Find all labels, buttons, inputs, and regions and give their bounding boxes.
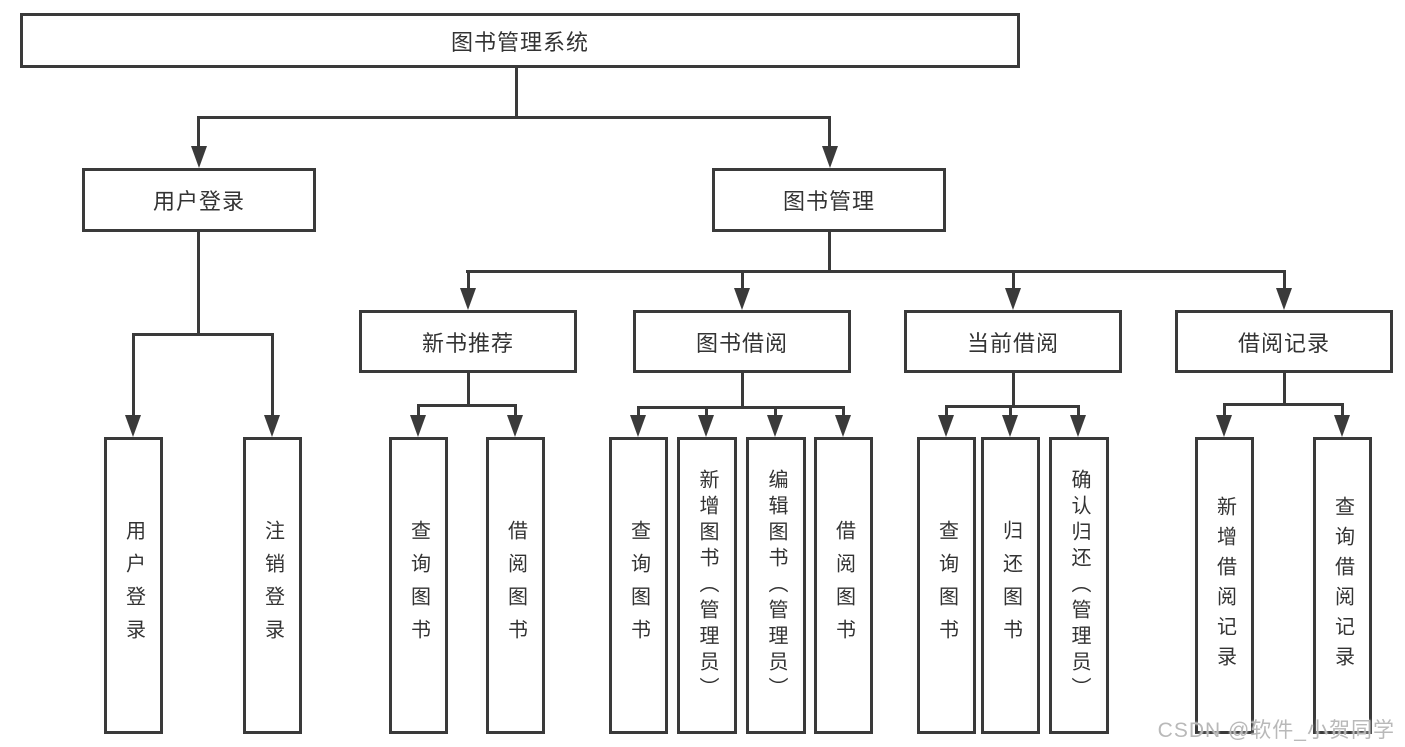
arrow-leaf-logout	[264, 415, 280, 437]
arrow-bb-query	[630, 415, 646, 437]
csdn-watermark: CSDN @软件_小贺同学	[1157, 719, 1395, 742]
connector-book-borrowing-stem	[741, 373, 744, 408]
leaf-edit-books-admin-label: 编辑图书（管理员）	[765, 468, 787, 703]
connector-drop-new-book	[467, 272, 470, 293]
leaf-borrow-books-recommend-label: 借阅图书	[504, 519, 527, 652]
arrow-br-query	[1334, 415, 1350, 437]
connector-book-management-stem	[828, 232, 831, 272]
connector-drop-bb-add	[705, 407, 708, 420]
connector-drop-user-login	[197, 117, 200, 150]
connector-drop-book-borrowing	[741, 272, 744, 293]
connector-drop-nb-query	[417, 405, 420, 420]
node-new-book-recommend-label: 新书推荐	[421, 330, 514, 356]
connector-user-login-branch	[132, 333, 274, 336]
node-root: 图书管理系统	[20, 13, 1020, 68]
leaf-edit-books-admin: 编辑图书（管理员）	[746, 437, 806, 734]
arrow-current-borrowing	[1005, 288, 1021, 310]
arrow-bb-borrow	[835, 415, 851, 437]
arrow-bb-edit	[767, 415, 783, 437]
leaf-query-borrow-record: 查询借阅记录	[1313, 437, 1372, 734]
arrow-new-book	[460, 288, 476, 310]
node-current-borrowing: 当前借阅	[904, 310, 1122, 373]
leaf-borrow-books: 借阅图书	[814, 437, 873, 734]
connector-current-borrowing-stem	[1012, 373, 1015, 407]
node-root-label: 图书管理系统	[450, 29, 589, 55]
connector-drop-leaf-login	[132, 334, 135, 420]
leaf-query-books-borrowing-label: 查询图书	[627, 519, 650, 652]
connector-drop-bb-edit	[774, 407, 777, 420]
connector-drop-current-borrowing	[1012, 272, 1015, 293]
arrow-nb-query	[410, 415, 426, 437]
connector-drop-br-add	[1223, 404, 1226, 420]
node-borrowing-records-label: 借阅记录	[1237, 330, 1330, 356]
connector-drop-br-query	[1341, 404, 1344, 420]
node-current-borrowing-label: 当前借阅	[966, 330, 1059, 356]
arrow-book-borrowing	[734, 288, 750, 310]
arrow-nb-borrow	[507, 415, 523, 437]
node-book-borrowing: 图书借阅	[633, 310, 851, 373]
connector-root-branch	[197, 116, 831, 119]
arrow-leaf-login	[125, 415, 141, 437]
leaf-add-books-admin-label: 新增图书（管理员）	[696, 468, 718, 703]
connector-current-borrowing-branch	[945, 405, 1080, 408]
connector-borrowing-records-branch	[1223, 403, 1344, 406]
leaf-logout-label: 注销登录	[261, 519, 284, 652]
connector-book-management-branch	[466, 270, 1286, 273]
arrow-borrowing-records	[1276, 288, 1292, 310]
leaf-borrow-books-label: 借阅图书	[832, 519, 855, 652]
leaf-return-books: 归还图书	[981, 437, 1040, 734]
connector-drop-cb-query	[945, 406, 948, 420]
node-book-borrowing-label: 图书借阅	[695, 330, 788, 356]
leaf-user-login-label: 用户登录	[122, 519, 145, 652]
connector-drop-bb-query	[637, 407, 640, 420]
connector-drop-borrowing-records	[1283, 272, 1286, 293]
leaf-add-borrow-record: 新增借阅记录	[1195, 437, 1254, 734]
leaf-query-books-borrowing: 查询图书	[609, 437, 668, 734]
connector-drop-book-management	[828, 117, 831, 150]
leaf-confirm-return-admin-label: 确认归还（管理员）	[1068, 468, 1090, 703]
node-borrowing-records: 借阅记录	[1175, 310, 1393, 373]
node-user-login: 用户登录	[82, 168, 316, 232]
arrow-cb-confirm	[1070, 415, 1086, 437]
connector-borrowing-records-stem	[1283, 373, 1286, 405]
arrow-br-add	[1216, 415, 1232, 437]
leaf-add-books-admin: 新增图书（管理员）	[677, 437, 737, 734]
arrow-cb-return	[1002, 415, 1018, 437]
node-book-management: 图书管理	[712, 168, 946, 232]
node-user-login-label: 用户登录	[152, 189, 245, 214]
connector-drop-cb-return	[1009, 406, 1012, 420]
connector-drop-nb-borrow	[514, 405, 517, 420]
connector-root-stem	[515, 68, 518, 118]
connector-user-login-stem	[197, 232, 200, 335]
connector-new-book-stem	[467, 373, 470, 406]
leaf-query-books-recommend-label: 查询图书	[407, 519, 430, 652]
leaf-add-borrow-record-label: 新增借阅记录	[1213, 495, 1236, 676]
leaf-query-borrow-record-label: 查询借阅记录	[1331, 495, 1354, 676]
connector-drop-cb-confirm	[1077, 406, 1080, 420]
leaf-query-books-current-label: 查询图书	[935, 519, 958, 652]
node-book-management-label: 图书管理	[782, 189, 875, 214]
connector-drop-leaf-logout	[271, 334, 274, 420]
arrow-user-login	[191, 146, 207, 168]
leaf-query-books-current: 查询图书	[917, 437, 976, 734]
leaf-return-books-label: 归还图书	[999, 519, 1022, 652]
arrow-cb-query	[938, 415, 954, 437]
connector-drop-bb-borrow	[842, 407, 845, 420]
connector-new-book-branch	[417, 404, 517, 407]
leaf-logout: 注销登录	[243, 437, 302, 734]
leaf-borrow-books-recommend: 借阅图书	[486, 437, 545, 734]
leaf-confirm-return-admin: 确认归还（管理员）	[1049, 437, 1109, 734]
connector-book-borrowing-branch	[637, 406, 845, 409]
leaf-user-login: 用户登录	[104, 437, 163, 734]
arrow-book-management	[822, 146, 838, 168]
arrow-bb-add	[698, 415, 714, 437]
node-new-book-recommend: 新书推荐	[359, 310, 577, 373]
leaf-query-books-recommend: 查询图书	[389, 437, 448, 734]
